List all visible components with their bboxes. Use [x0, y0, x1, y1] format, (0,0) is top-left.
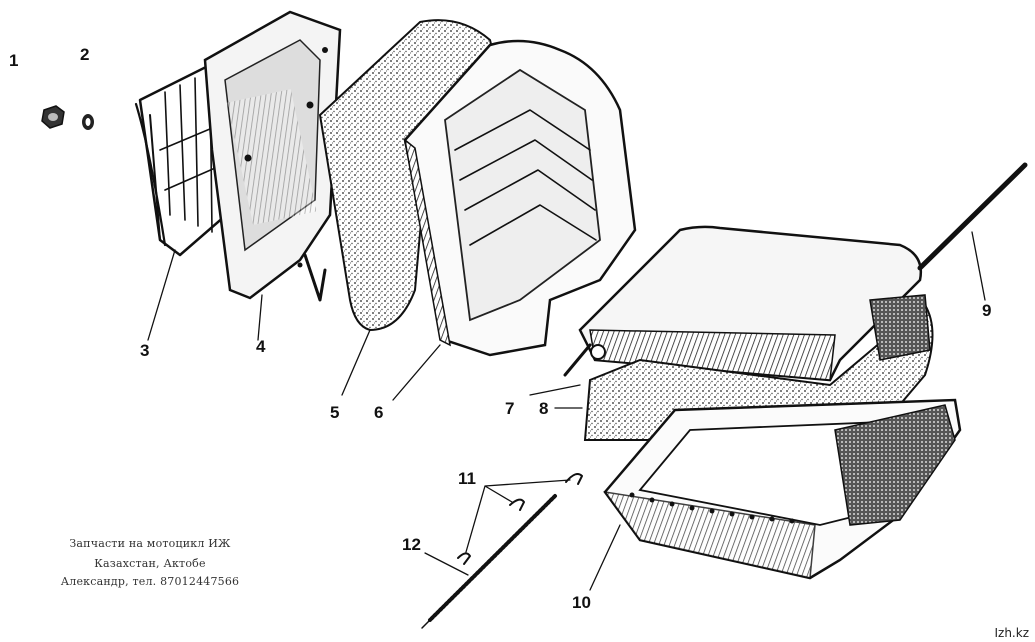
watermark: Izh.kz: [994, 626, 1029, 640]
caption-line-2: Казахстан, Актобе: [94, 557, 206, 570]
callout-11: 11: [458, 469, 476, 488]
callout-6: 6: [374, 403, 383, 422]
callout-7: 7: [505, 399, 514, 418]
callout-12: 12: [402, 535, 421, 554]
callout-3: 3: [140, 341, 149, 360]
part-12-spring: [421, 494, 557, 629]
callout-1: 1: [9, 51, 18, 70]
callout-9: 9: [982, 301, 991, 320]
part-7-seat-cover: [529, 225, 923, 396]
part-4-backrest-plate: [203, 10, 342, 341]
callout-4: 4: [256, 337, 266, 356]
part-2-washer: [82, 114, 94, 130]
part-9-rod: [917, 162, 1028, 301]
callout-8: 8: [539, 399, 548, 418]
caption-line-3: Александр, тел. 87012447566: [60, 575, 240, 588]
part-10-seat-pan: [589, 398, 962, 591]
callout-10: 10: [572, 593, 591, 612]
callout-2: 2: [80, 45, 89, 64]
callout-5: 5: [330, 403, 339, 422]
caption-line-1: Запчасти на мотоцикл ИЖ: [69, 537, 231, 550]
part-6-backrest-cover: [392, 39, 637, 401]
part-1-nut: [41, 105, 65, 129]
part-11-hooks: [457, 473, 583, 565]
